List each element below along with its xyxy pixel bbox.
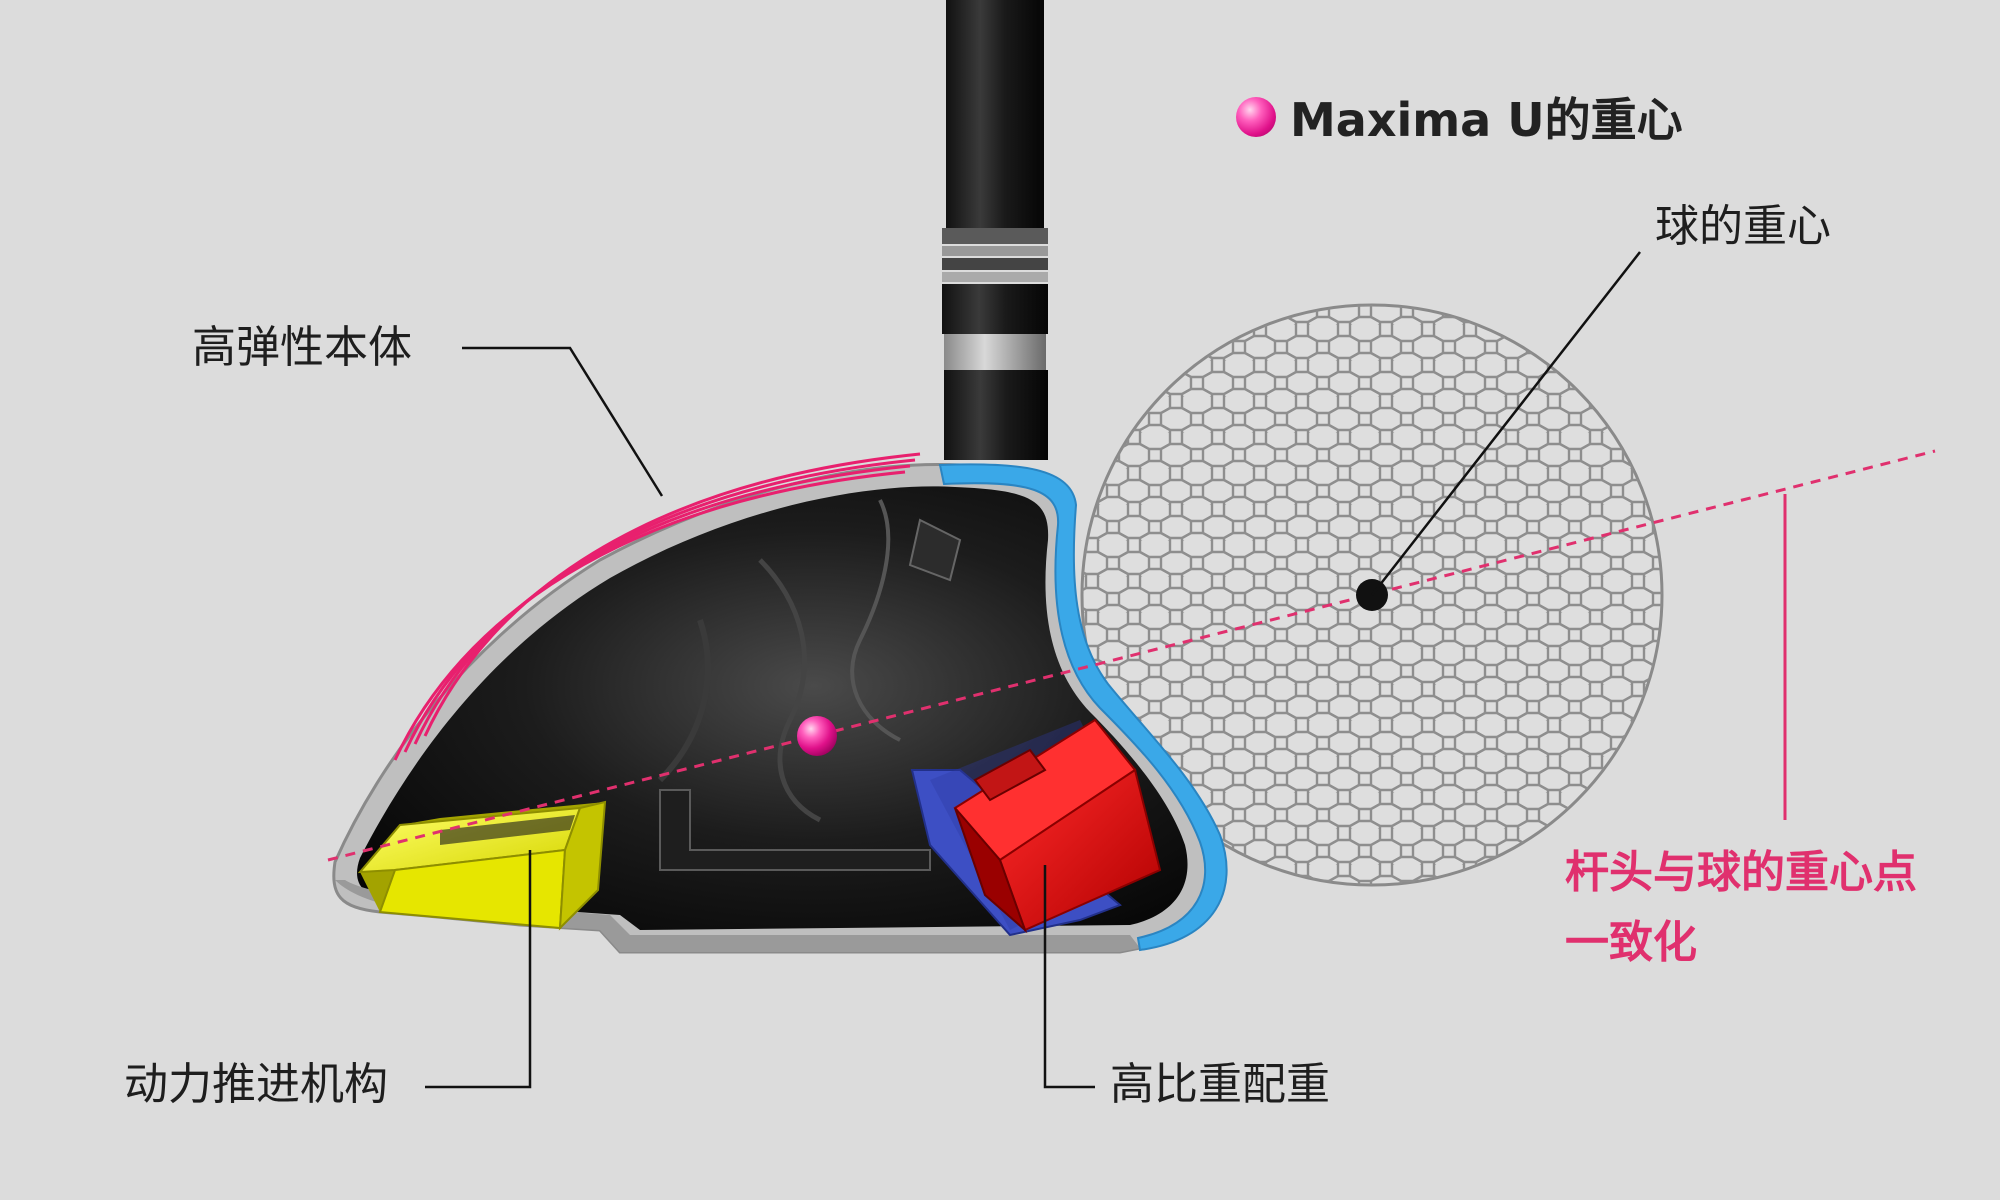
high-density-weight: [910, 718, 1162, 937]
cg-alignment-line: [327, 449, 1936, 862]
label-propulsion: 动力推进机构: [124, 1059, 388, 1110]
leader-lines: [425, 251, 1641, 1089]
face-insert: [938, 463, 1228, 952]
crown-elasticity-arcs: [393, 452, 921, 761]
leader-ball-cg: [1371, 251, 1641, 596]
label-body: 高弹性本体: [192, 322, 412, 373]
leader-propulsion: [425, 850, 532, 1089]
alignment-callout-line2: 一致化: [1565, 917, 1697, 969]
propulsion-mechanism-part: [357, 800, 607, 931]
label-weight: 高比重配重: [1110, 1059, 1330, 1110]
alignment-callout-line1: 杆头与球的重心点: [1565, 847, 1917, 898]
legend-text: Maxima U的重心: [1290, 93, 1683, 147]
leader-body: [462, 346, 664, 497]
club-shaft: [942, 0, 1048, 460]
legend: Maxima U的重心: [1236, 84, 1683, 150]
clubhead-cg-marker: [797, 716, 837, 756]
legend-marker-icon: [1236, 97, 1276, 137]
alignment-callout: 杆头与球的重心点 一致化: [1565, 838, 1917, 979]
label-ball-cg: 球的重心: [1655, 201, 1831, 252]
leader-weight: [1043, 865, 1095, 1089]
